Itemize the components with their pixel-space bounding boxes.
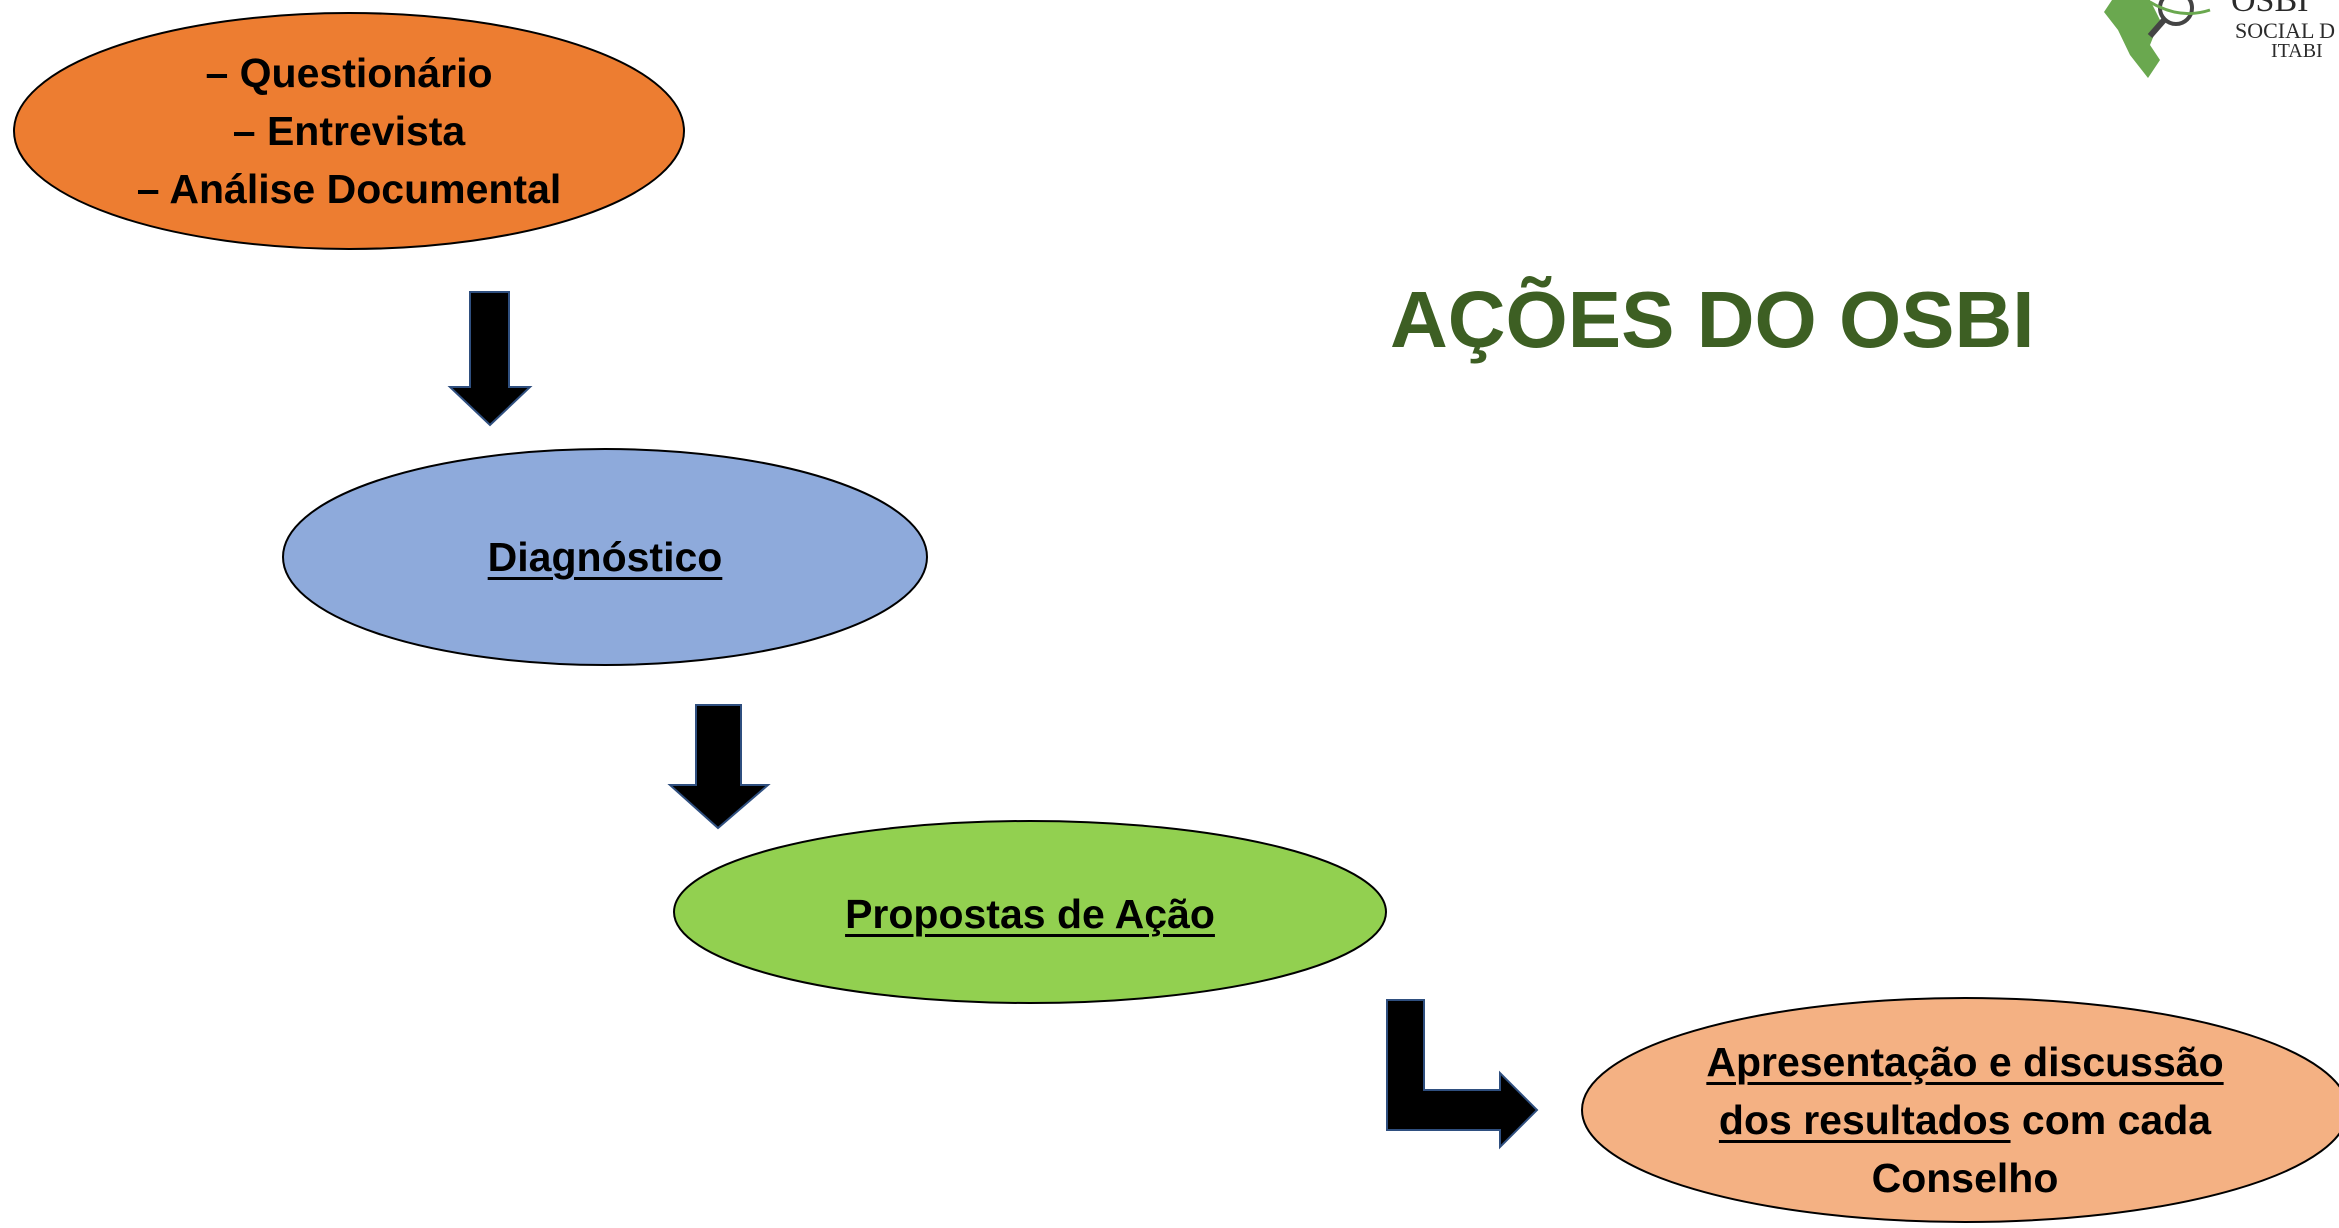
arrow-down-2 [667,704,771,830]
apresentacao-line2-underlined: dos resultados [1718,1097,2011,1143]
apresentacao-line1: Apresentação e discussão [1706,1039,2224,1085]
methods-ellipse [13,12,685,250]
apresentacao-ellipse [1581,997,2339,1223]
logo-line2: SOCIAL D [2235,18,2336,43]
apresentacao-line3: Conselho [1871,1155,2059,1201]
logo-line1: OSBI [2231,0,2309,19]
diagnostico-text: Diagnóstico [487,534,723,580]
osbi-logo: OSBI SOCIAL D ITABI [2095,0,2339,85]
methods-label: – Questionário – Entrevista – Análise Do… [49,44,649,218]
method-entrevista: – Entrevista [232,108,466,154]
propostas-text: Propostas de Ação [845,891,1215,937]
propostas-label: Propostas de Ação [730,885,1330,943]
logo-line3: ITABI [2271,40,2323,62]
apresentacao-line2-rest: com cada [2010,1097,2212,1143]
method-analise-documental: – Análise Documental [136,166,562,212]
diagnostico-ellipse [282,448,928,666]
arrow-bent [1386,999,1539,1150]
osbi-logo-icon [2104,0,2211,78]
diagnostico-label: Diagnóstico [305,528,905,586]
arrow-down-1 [447,291,533,427]
page-title: AÇÕES DO OSBI [1390,275,2035,364]
apresentacao-label: Apresentação e discussão dos resultados … [1665,1033,2265,1207]
method-questionario: – Questionário [205,50,493,96]
propostas-ellipse [673,820,1387,1004]
